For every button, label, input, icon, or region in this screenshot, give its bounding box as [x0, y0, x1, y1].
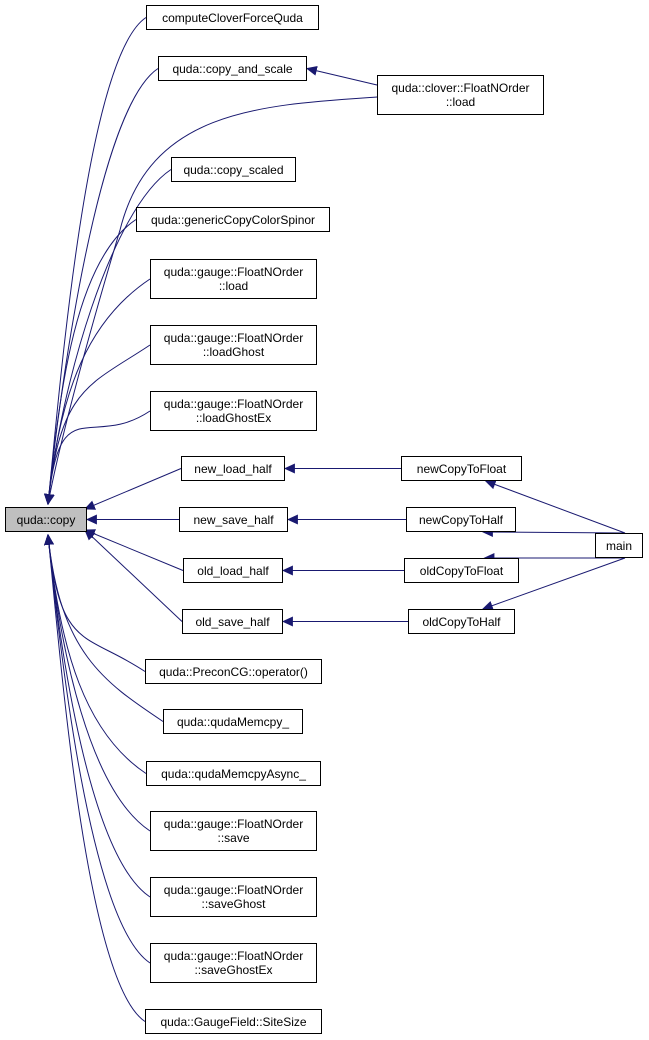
node-label: old_save_half	[195, 614, 270, 629]
node-label: ::saveGhost	[201, 897, 266, 911]
node-label: computeCloverForceQuda	[162, 10, 303, 25]
edge-old-save-half-to-copy	[84, 529, 183, 622]
node-old-save-half[interactable]: old_save_half	[182, 609, 283, 634]
node-gauge-saveghost[interactable]: quda::gauge::FloatNOrder::saveGhost	[150, 877, 317, 917]
node-label: new_load_half	[194, 461, 272, 476]
node-label: quda::gauge::FloatNOrder	[163, 949, 304, 963]
node-label: quda::gauge::FloatNOrder	[163, 331, 304, 345]
edge-old-load-half-to-copy	[83, 529, 184, 571]
edge-gauge-loadghostex-to-copy	[44, 410, 151, 506]
edge-computecloverforcequda-to-copy	[44, 17, 147, 506]
node-label: quda::gauge::FloatNOrder	[163, 817, 304, 831]
node-label: ::load	[218, 279, 249, 293]
node-label: quda::copy_and_scale	[172, 61, 293, 76]
node-new-load-half[interactable]: new_load_half	[181, 456, 285, 481]
edge-qudamemcpy--to-copy	[44, 533, 164, 722]
node-gauge-save[interactable]: quda::gauge::FloatNOrder::save	[150, 811, 317, 851]
edge-qudamemcpyasync--to-copy	[44, 533, 147, 774]
node-label: ::loadGhostEx	[195, 411, 272, 425]
edge-gauge-loadghost-to-copy	[44, 344, 151, 506]
node-new-save-half[interactable]: new_save_half	[179, 507, 288, 532]
node-label: quda::gauge::FloatNOrder	[163, 265, 304, 279]
edge-new-load-half-to-copy	[83, 468, 182, 510]
node-gauge-saveghostex[interactable]: quda::gauge::FloatNOrder::saveGhostEx	[150, 943, 317, 983]
node-label: new_save_half	[193, 512, 274, 527]
edge-genericcopycolorspinor-to-copy	[44, 219, 137, 506]
edge-gauge-load-to-copy	[44, 278, 151, 506]
node-label: ::saveGhostEx	[194, 963, 273, 977]
node-label: quda::qudaMemcpy_	[176, 714, 290, 729]
node-label: main	[605, 538, 632, 553]
node-label: quda::qudaMemcpyAsync_	[161, 766, 306, 781]
edge-main-to-oldcopytohalf	[481, 557, 626, 611]
node-qudamemcpyasync-[interactable]: quda::qudaMemcpyAsync_	[146, 761, 321, 786]
node-label: oldCopyToFloat	[419, 563, 504, 578]
edge-clover-load-to-copy-and-scale	[305, 65, 378, 86]
node-gauge-load[interactable]: quda::gauge::FloatNOrder::load	[150, 259, 317, 299]
node-label: quda::GaugeField::SiteSize	[160, 1014, 307, 1029]
node-label: old_load_half	[197, 563, 269, 578]
edge-gauge-saveghost-to-copy	[44, 533, 151, 898]
node-gaugefield-sitesize[interactable]: quda::GaugeField::SiteSize	[145, 1009, 322, 1034]
node-label: quda::copy	[16, 512, 76, 527]
node-label: newCopyToFloat	[416, 461, 507, 476]
node-label: quda::clover::FloatNOrder	[391, 81, 530, 95]
node-oldcopytohalf[interactable]: oldCopyToHalf	[408, 609, 515, 634]
node-main[interactable]: main	[595, 533, 643, 558]
node-genericcopycolorspinor[interactable]: quda::genericCopyColorSpinor	[136, 207, 330, 232]
edge-clover-load-to-copy	[44, 96, 378, 506]
edge-gauge-save-to-copy	[44, 533, 151, 832]
node-label: ::save	[217, 831, 250, 845]
node-preconcg-operator[interactable]: quda::PreconCG::operator()	[145, 659, 322, 684]
node-gauge-loadghost[interactable]: quda::gauge::FloatNOrder::loadGhost	[150, 325, 317, 365]
node-label: oldCopyToHalf	[422, 614, 501, 629]
edge-gauge-saveghostex-to-copy	[44, 533, 151, 964]
node-qudamemcpy-[interactable]: quda::qudaMemcpy_	[163, 709, 303, 734]
edge-main-to-newcopytohalf	[481, 527, 626, 538]
edge-main-to-newcopytofloat	[484, 479, 626, 534]
node-old-load-half[interactable]: old_load_half	[183, 558, 283, 583]
node-label: quda::PreconCG::operator()	[159, 664, 308, 679]
node-clover-load[interactable]: quda::clover::FloatNOrder::load	[377, 75, 544, 115]
node-label: newCopyToHalf	[418, 512, 504, 527]
node-copy-scaled[interactable]: quda::copy_scaled	[171, 157, 296, 182]
node-gauge-loadghostex[interactable]: quda::gauge::FloatNOrder::loadGhostEx	[150, 391, 317, 431]
node-newcopytohalf[interactable]: newCopyToHalf	[406, 507, 516, 532]
node-label: quda::gauge::FloatNOrder	[163, 883, 304, 897]
node-label: ::load	[445, 95, 476, 109]
node-label: ::loadGhost	[202, 345, 265, 359]
node-copy-and-scale[interactable]: quda::copy_and_scale	[158, 56, 307, 81]
node-newcopytofloat[interactable]: newCopyToFloat	[401, 456, 522, 481]
node-label: quda::copy_scaled	[183, 162, 284, 177]
edge-gaugefield-sitesize-to-copy	[44, 533, 146, 1022]
node-label: quda::gauge::FloatNOrder	[163, 397, 304, 411]
node-label: quda::genericCopyColorSpinor	[150, 212, 316, 227]
node-copy: quda::copy	[5, 507, 87, 532]
node-computecloverforcequda[interactable]: computeCloverForceQuda	[146, 5, 319, 30]
node-oldcopytofloat[interactable]: oldCopyToFloat	[404, 558, 519, 583]
